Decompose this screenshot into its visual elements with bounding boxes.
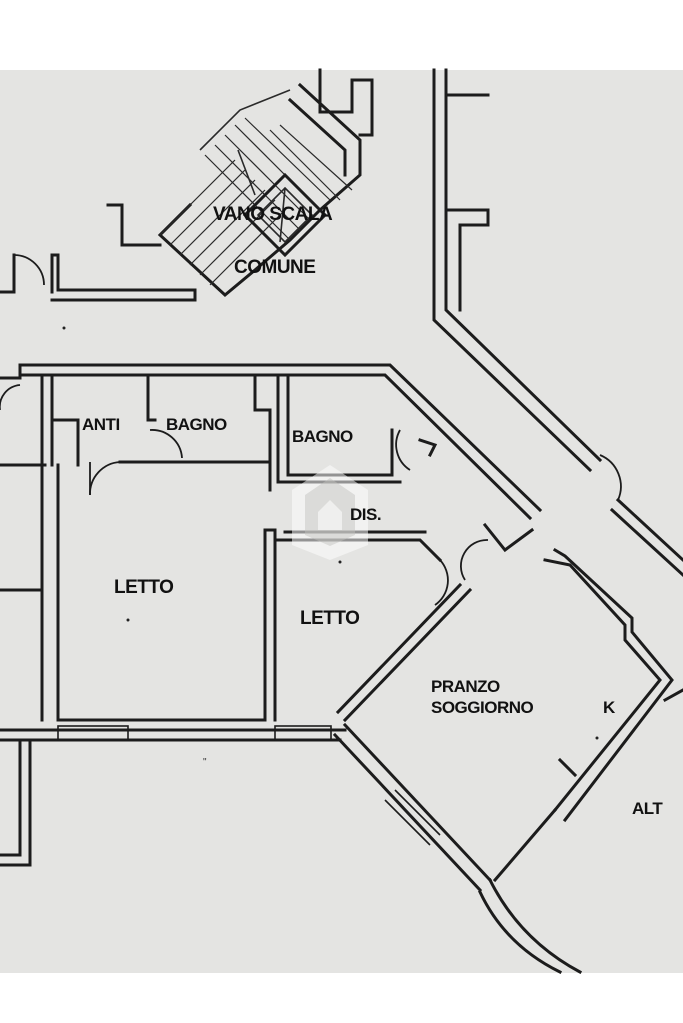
- stairwell: [157, 68, 374, 297]
- label-anti: ANTI: [82, 415, 120, 434]
- label-alt: ALT: [632, 799, 663, 818]
- label-soggiorno: SOGGIORNO: [431, 698, 534, 717]
- label-k: K: [603, 698, 616, 717]
- svg-text:": ": [203, 757, 207, 768]
- label-vano-scala: VANO SCALA: [213, 204, 333, 225]
- apartment-walls: [0, 363, 683, 975]
- label-letto-1: LETTO: [114, 577, 173, 598]
- label-bagno-2: BAGNO: [292, 427, 353, 446]
- house-logo-icon: [292, 465, 368, 560]
- label-dis: DIS.: [350, 505, 381, 524]
- label-letto-2: LETTO: [300, 608, 359, 629]
- label-comune: COMUNE: [234, 257, 315, 278]
- label-pranzo: PRANZO: [431, 677, 500, 696]
- label-bagno-1: BAGNO: [166, 415, 227, 434]
